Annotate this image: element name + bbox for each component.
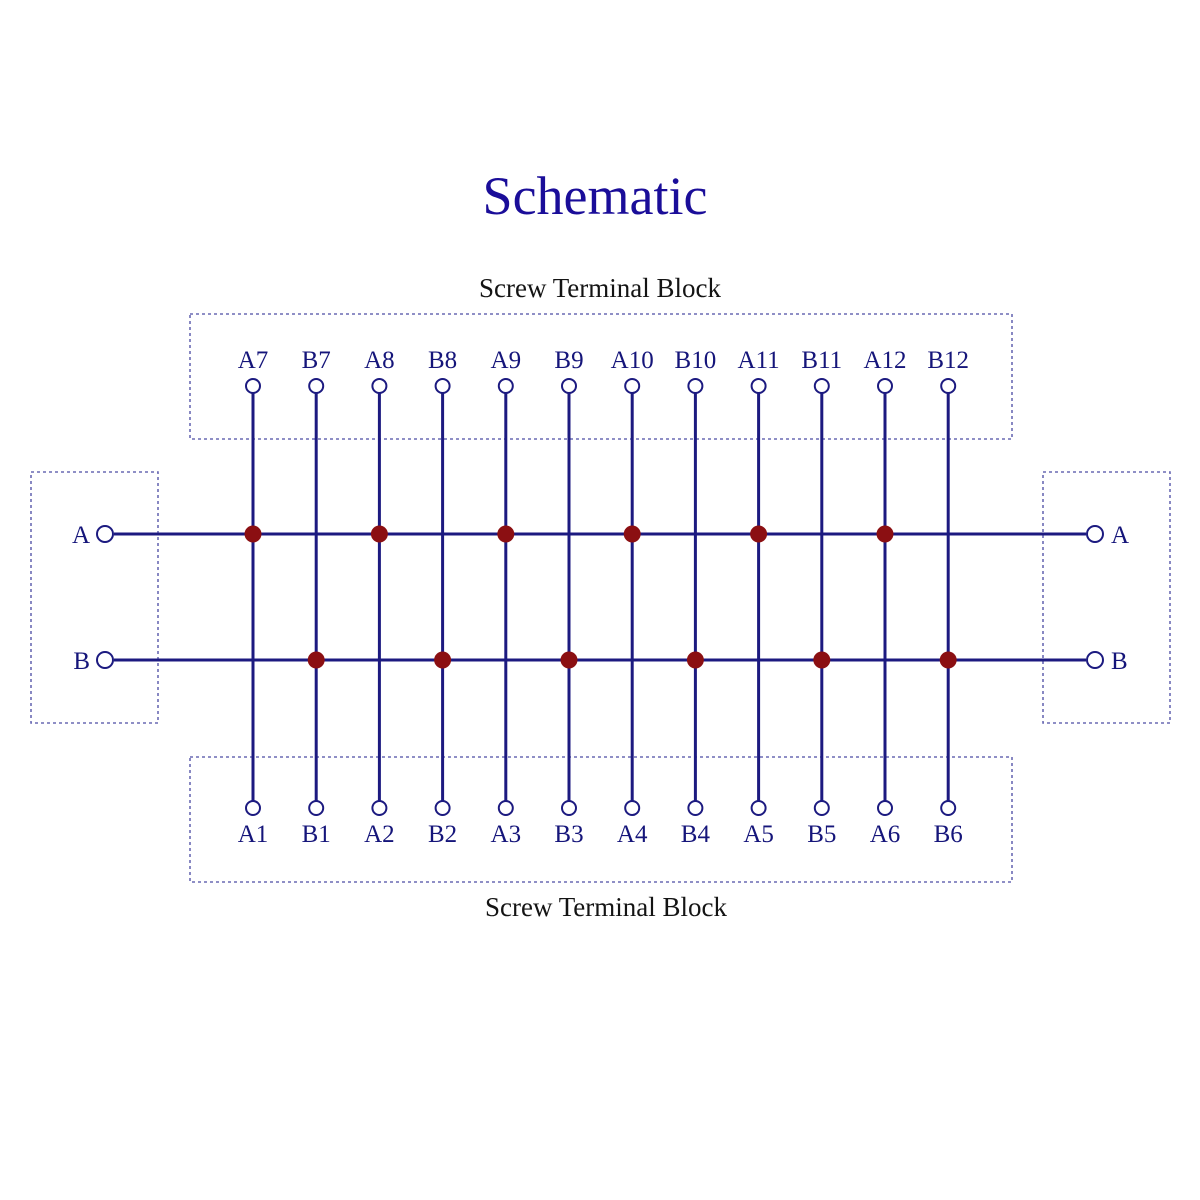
pin-label-a4: A4: [617, 821, 648, 848]
terminal-b7: [308, 378, 325, 394]
terminal-a9: [497, 378, 514, 394]
right-terminal-b-label: B: [1111, 648, 1128, 675]
terminal-a10: [624, 378, 641, 394]
left-connector-outline: [30, 471, 159, 724]
pin-label-b9: B9: [554, 347, 583, 374]
pin-label-a11: A11: [738, 347, 780, 374]
junction-a9-bus-a: [497, 525, 515, 543]
terminal-a11: [750, 378, 767, 394]
junction-a12-bus-a: [876, 525, 894, 543]
right-terminal-a: [1086, 525, 1104, 543]
terminal-a6: [877, 800, 893, 816]
diagram-title: Schematic: [483, 166, 708, 226]
left-terminal-a: [96, 525, 114, 543]
terminal-b8: [434, 378, 451, 394]
pin-label-b12: B12: [927, 347, 969, 374]
pin-label-b2: B2: [428, 821, 457, 848]
pin-label-a10: A10: [611, 347, 654, 374]
pin-label-b3: B3: [554, 821, 583, 848]
pin-label-a2: A2: [364, 821, 395, 848]
right-connector-outline: [1042, 471, 1171, 724]
terminal-a5: [750, 800, 767, 816]
terminal-b11: [813, 378, 830, 394]
pin-label-b6: B6: [934, 821, 963, 848]
terminal-a2: [371, 800, 388, 816]
pin-label-a7: A7: [238, 347, 269, 374]
terminal-b3: [561, 800, 577, 816]
terminal-a8: [371, 378, 388, 394]
pin-label-a9: A9: [491, 347, 522, 374]
terminal-b10: [687, 378, 704, 394]
right-terminal-a-label: A: [1111, 522, 1129, 549]
pin-label-b1: B1: [302, 821, 331, 848]
junction-a7-bus-a: [244, 525, 262, 543]
junction-b7-bus-b: [307, 651, 325, 669]
junction-b12-bus-b: [939, 651, 957, 669]
pin-label-b7: B7: [302, 347, 331, 374]
junction-b10-bus-b: [686, 651, 704, 669]
terminal-a12: [877, 378, 893, 394]
terminal-b2: [434, 800, 451, 816]
terminal-a4: [624, 800, 641, 816]
pin-label-a6: A6: [870, 821, 901, 848]
terminal-a3: [497, 800, 514, 816]
right-terminal-b: [1086, 651, 1104, 669]
top-terminal-block-outline: [189, 313, 1013, 440]
terminal-b1: [308, 800, 325, 816]
terminal-b5: [813, 800, 830, 816]
terminal-b6: [940, 800, 957, 816]
pin-label-a5: A5: [743, 821, 774, 848]
pin-label-b4: B4: [681, 821, 711, 848]
left-terminal-b: [96, 651, 114, 669]
junction-a10-bus-a: [623, 525, 641, 543]
pin-label-a12: A12: [863, 347, 906, 374]
terminal-a1: [245, 800, 261, 816]
pin-label-b5: B5: [807, 821, 836, 848]
pin-label-a8: A8: [364, 347, 395, 374]
terminal-b9: [561, 378, 577, 394]
pin-label-b8: B8: [428, 347, 457, 374]
junction-b8-bus-b: [434, 651, 452, 669]
junction-b11-bus-b: [813, 651, 831, 669]
junction-a8-bus-a: [370, 525, 388, 543]
pin-label-b11: B11: [801, 347, 842, 374]
junction-a11-bus-a: [750, 525, 768, 543]
junction-b9-bus-b: [560, 651, 578, 669]
left-terminal-b-label: B: [73, 648, 90, 675]
bottom-terminal-block-outline: [189, 756, 1013, 883]
terminal-a7: [245, 378, 261, 394]
pin-label-a1: A1: [238, 821, 269, 848]
terminal-b4: [687, 800, 704, 816]
left-terminal-a-label: A: [72, 522, 90, 549]
top-block-label: Screw Terminal Block: [479, 273, 722, 303]
terminal-b12: [940, 378, 957, 394]
pin-label-b10: B10: [675, 347, 717, 374]
bottom-block-label: Screw Terminal Block: [485, 892, 728, 922]
pin-label-a3: A3: [491, 821, 522, 848]
